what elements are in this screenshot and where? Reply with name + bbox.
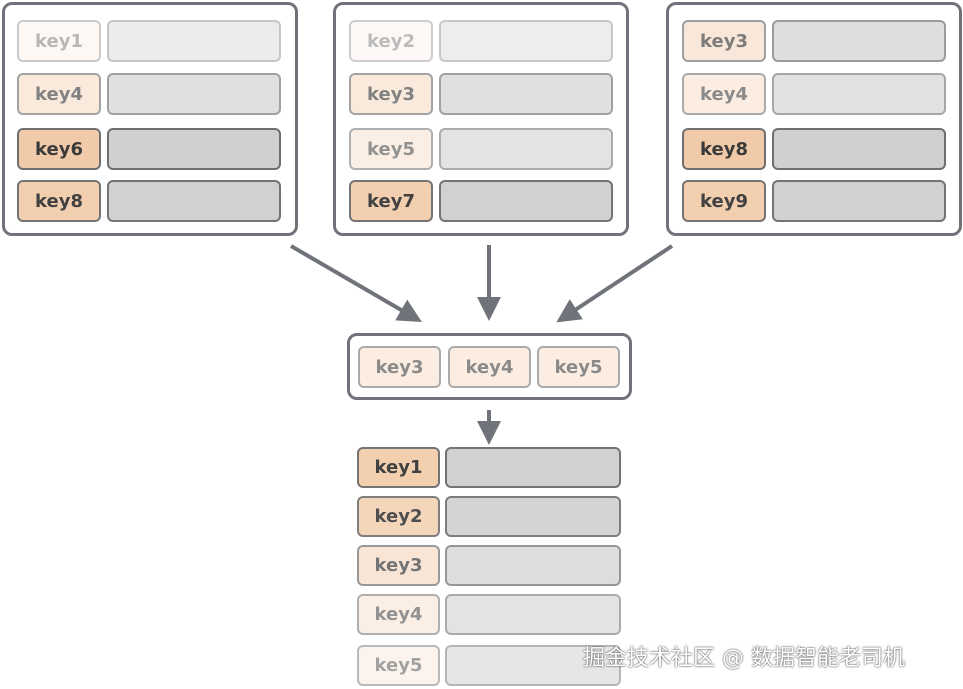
table-3-value-4 [772, 180, 946, 222]
output-key-4: key4 [357, 594, 440, 635]
merge-key-3: key5 [537, 346, 620, 388]
arrow-table-1-to-merge [289, 244, 422, 323]
merge-key-2: key4 [448, 346, 531, 388]
table-1-value-1 [107, 20, 281, 62]
output-key-1: key1 [357, 447, 440, 488]
table-3-value-3 [772, 128, 946, 170]
watermark: 掘金技术社区 @ 数据智能老司机 [583, 646, 905, 671]
output-value-2 [445, 496, 621, 537]
table-1-value-3 [107, 128, 281, 170]
table-1-value-4 [107, 180, 281, 222]
table-2-value-4 [439, 180, 613, 222]
arrow-table-3-to-merge [556, 244, 674, 323]
table-3-key-2: key4 [682, 73, 766, 115]
table-2-value-3 [439, 128, 613, 170]
table-1-key-2: key4 [17, 73, 101, 115]
output-key-5: key5 [357, 645, 440, 686]
merge-key-set [347, 333, 632, 400]
table-3-value-2 [772, 73, 946, 115]
table-1-key-1: key1 [17, 20, 101, 62]
table-1-key-4: key8 [17, 180, 101, 222]
merge-key-1: key3 [358, 346, 441, 388]
table-1-value-2 [107, 73, 281, 115]
table-2-key-3: key5 [349, 128, 433, 170]
table-2-key-4: key7 [349, 180, 433, 222]
output-key-2: key2 [357, 496, 440, 537]
output-key-3: key3 [357, 545, 440, 586]
table-2-key-2: key3 [349, 73, 433, 115]
output-value-1 [445, 447, 621, 488]
output-value-3 [445, 545, 621, 586]
output-value-4 [445, 594, 621, 635]
table-3-key-4: key9 [682, 180, 766, 222]
table-2-key-1: key2 [349, 20, 433, 62]
table-3-key-1: key3 [682, 20, 766, 62]
output-value-5 [445, 645, 621, 686]
table-3-value-1 [772, 20, 946, 62]
table-2-value-1 [439, 20, 613, 62]
table-2-value-2 [439, 73, 613, 115]
table-3-key-3: key8 [682, 128, 766, 170]
table-1-key-3: key6 [17, 128, 101, 170]
